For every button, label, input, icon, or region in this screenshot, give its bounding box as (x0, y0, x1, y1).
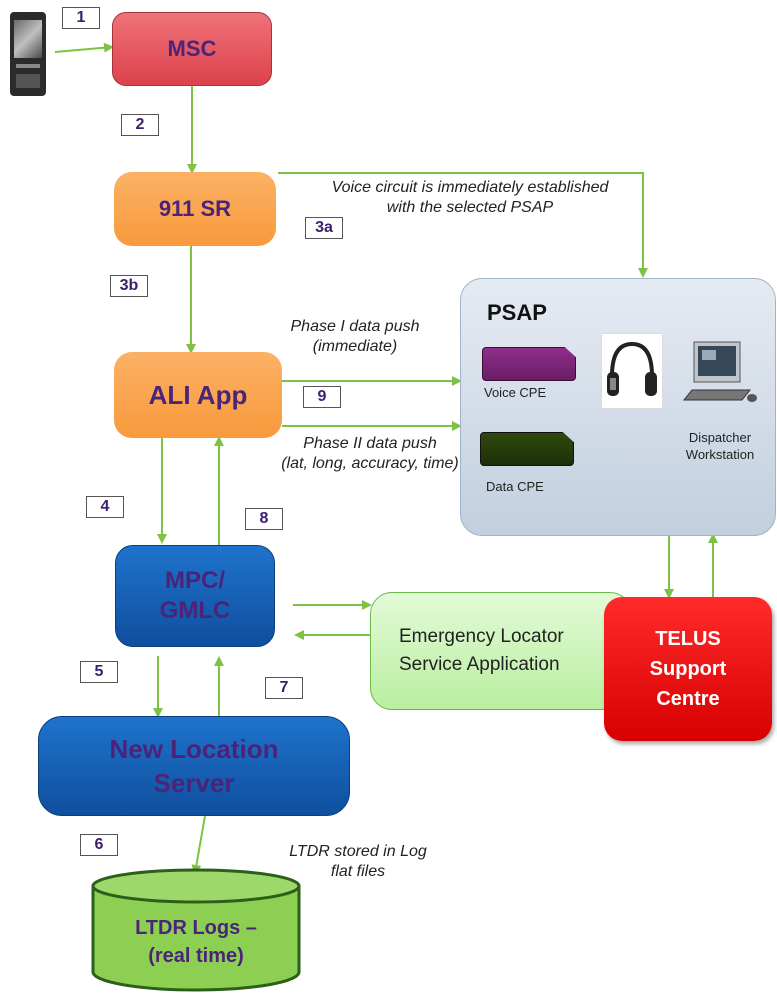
step-label-6: 6 (80, 834, 118, 856)
ltdr-logs-label: LTDR Logs – (real time) (100, 902, 292, 982)
mpc-label: MPC/ (165, 567, 225, 594)
telus-support-node: TELUS Support Centre (604, 597, 772, 741)
headset-icon (601, 333, 663, 409)
phase2-line2: (lat, long, accuracy, time) (281, 455, 459, 472)
ltdr-logs-line2: (real time) (148, 945, 244, 967)
arrow-phone-msc (54, 42, 114, 53)
mobile-phone-icon (10, 12, 46, 96)
arrow-nls-logs (191, 815, 206, 875)
dispatcher-line2: Workstation (685, 447, 755, 462)
elsa-line2: Service Application (399, 654, 560, 675)
mpc-gmlc-node: MPC/ GMLC (115, 545, 275, 647)
step-label-5: 5 (80, 661, 118, 683)
step-label-4: 4 (86, 496, 124, 518)
step-label-3b: 3b (110, 275, 148, 297)
arrow-sr-psap (278, 172, 648, 278)
telus-line1: TELUS (655, 628, 721, 650)
phase1-line2: (immediate) (312, 338, 398, 355)
phase2-note: Phase II data push (lat, long, accuracy,… (262, 434, 478, 474)
dispatcher-line1: Dispatcher (688, 430, 752, 445)
data-cpe-label: Data CPE (486, 479, 544, 494)
psap-title: PSAP (487, 300, 547, 325)
step-label-8: 8 (245, 508, 283, 530)
elsa-line1: Emergency Locator (399, 626, 564, 647)
nls-label-line2: Server (153, 768, 235, 798)
voice-note-line1: Voice circuit is immediately established (331, 179, 609, 196)
data-cpe-icon (480, 432, 574, 466)
msc-label: MSC (167, 36, 217, 61)
telus-line2: Support (649, 658, 727, 680)
ltdr-logs-line1: LTDR Logs – (135, 917, 257, 939)
new-location-server-node: New Location Server (38, 716, 350, 816)
elsa-node: Emergency Locator Service Application (370, 592, 632, 710)
voice-circuit-note: Voice circuit is immediately established… (282, 178, 658, 218)
phase1-note: Phase I data push (immediate) (250, 317, 460, 357)
ltdr-note-line1: LTDR stored in Log (289, 843, 427, 860)
step-label-2: 2 (121, 114, 159, 136)
911-sr-label: 911 SR (158, 196, 232, 221)
dispatcher-label: Dispatcher Workstation (670, 429, 770, 463)
ltdr-note-line2: flat files (330, 863, 386, 880)
phase1-line1: Phase I data push (290, 318, 420, 335)
phase2-line1: Phase II data push (303, 435, 437, 452)
computer-icon (680, 340, 760, 410)
psap-box (460, 278, 776, 536)
ali-app-label: ALI App (148, 379, 248, 410)
ltdr-logs-cylinder (91, 868, 301, 992)
step-label-7: 7 (265, 677, 303, 699)
voice-cpe-icon (482, 347, 576, 381)
ltdr-storage-note: LTDR stored in Log flat files (242, 842, 474, 882)
telus-line3: Centre (656, 688, 720, 710)
ali-app-node: ALI App (114, 352, 282, 438)
voice-note-line2: with the selected PSAP (386, 199, 554, 216)
step-label-3a: 3a (305, 217, 343, 239)
911-sr-node: 911 SR (114, 172, 276, 246)
voice-cpe-label: Voice CPE (484, 385, 547, 400)
step-label-9: 9 (303, 386, 341, 408)
step-label-1: 1 (62, 7, 100, 29)
nls-label-line1: New Location (109, 734, 279, 764)
gmlc-label: GMLC (159, 597, 231, 624)
msc-node: MSC (112, 12, 272, 86)
